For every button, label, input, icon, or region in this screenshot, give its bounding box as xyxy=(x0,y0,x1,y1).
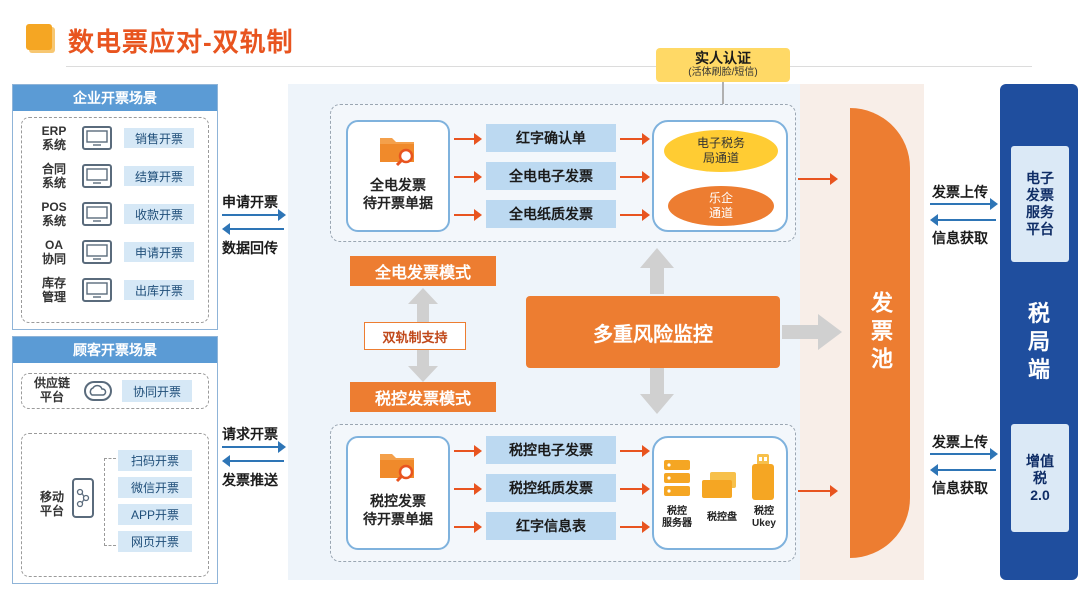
full-electric-item[interactable]: 红字确认单 xyxy=(486,124,616,152)
enterprise-action-chip[interactable]: 收款开票 xyxy=(124,204,194,224)
full-electric-in-arrow xyxy=(454,171,482,183)
erp-monitor-icon xyxy=(82,126,112,150)
supply-chain-label: 供应链 平台 xyxy=(33,376,70,404)
mobile-action-chip[interactable]: 网页开票 xyxy=(118,531,192,552)
vat-2-card[interactable]: 增值 税 2.0 xyxy=(1011,424,1069,532)
enterprise-system-label: POS 系统 xyxy=(41,200,67,228)
mobile-bracket xyxy=(104,458,116,546)
enterprise-system-label: 库存 管理 xyxy=(41,276,66,304)
tax-control-in-arrow xyxy=(454,483,482,495)
enterprise-system-label: OA 协同 xyxy=(41,238,66,266)
data-return-arrow xyxy=(222,223,284,235)
tax-server-icon xyxy=(664,460,690,501)
dual-track-support-tag: 双轨制支持 xyxy=(364,322,466,350)
real-person-auth-badge: 实人认证 (活体刷脸/短信) xyxy=(656,48,790,82)
folder-search-icon-2 xyxy=(378,446,418,489)
oa-board-icon xyxy=(82,240,112,264)
tax-server-label: 税控 服务器 xyxy=(662,506,692,529)
tax-control-out-arrow xyxy=(620,445,650,457)
pos-terminal-icon xyxy=(82,202,112,226)
fetch-top-label: 信息获取 xyxy=(932,230,988,246)
full-electric-in-arrow xyxy=(454,133,482,145)
mobile-platform-label: 移动 平台 xyxy=(39,490,64,518)
risk-down-arrow xyxy=(640,368,674,414)
risk-monitoring-box: 多重风险监控 xyxy=(526,296,780,368)
title-square-icon xyxy=(26,24,52,50)
mobile-action-chip[interactable]: 微信开票 xyxy=(118,477,192,498)
collab-invoice-chip[interactable]: 协同开票 xyxy=(122,380,192,402)
full-electric-to-pool-arrow xyxy=(798,173,838,185)
enterprise-action-chip[interactable]: 结算开票 xyxy=(124,166,194,186)
full-electric-out-arrow xyxy=(620,171,650,183)
etax-bureau-channel[interactable]: 电子税务 局通道 xyxy=(664,130,778,172)
fetch-bottom-label: 信息获取 xyxy=(932,480,988,496)
tax-control-item[interactable]: 税控电子发票 xyxy=(486,436,616,464)
customer-panel-header: 顾客开票场景 xyxy=(13,337,217,363)
mobile-action-chip[interactable]: APP开票 xyxy=(118,504,192,525)
tax-control-item[interactable]: 红字信息表 xyxy=(486,512,616,540)
invoice-push-arrow xyxy=(222,455,284,467)
fetch-top-arrow xyxy=(930,214,996,226)
contract-globe-icon xyxy=(82,164,112,188)
cloud-sync-icon xyxy=(84,381,112,401)
data-return-label: 数据回传 xyxy=(222,240,278,256)
enterprise-inner-frame xyxy=(21,117,209,323)
tax-control-doc-box[interactable] xyxy=(346,436,450,550)
enterprise-system-label: 合同 系统 xyxy=(41,162,66,190)
full-electric-in-arrow xyxy=(454,209,482,221)
tax-control-out-arrow xyxy=(620,521,650,533)
tax-control-to-pool-arrow xyxy=(798,485,838,497)
tax-disk-label: 税控盘 xyxy=(707,512,737,523)
inventory-search-icon xyxy=(82,278,112,302)
supply-chain-frame xyxy=(21,373,209,409)
tax-control-out-arrow xyxy=(620,483,650,495)
enterprise-action-chip[interactable]: 销售开票 xyxy=(124,128,194,148)
auth-title: 实人认证 xyxy=(695,50,751,66)
page-title: 数电票应对-双轨制 xyxy=(68,27,294,57)
folder-search-icon xyxy=(378,130,418,173)
enterprise-action-chip[interactable]: 申请开票 xyxy=(124,242,194,262)
full-electric-item[interactable]: 全电纸质发票 xyxy=(486,200,616,228)
e-invoice-service-platform-card[interactable]: 电子 发票 服务 平台 xyxy=(1011,146,1069,262)
tax-ukey-label: 税控 Ukey xyxy=(752,506,776,529)
full-electric-doc-box[interactable] xyxy=(346,120,450,232)
risk-right-arrow xyxy=(782,314,842,350)
risk-up-arrow xyxy=(640,248,674,294)
title-divider xyxy=(66,66,1032,67)
tax-ukey-icon xyxy=(750,454,776,505)
tax-bureau-label: 税 局 端 xyxy=(1027,301,1050,382)
enterprise-action-chip[interactable]: 出库开票 xyxy=(124,280,194,300)
tax-control-mode-tag: 税控发票模式 xyxy=(350,382,496,412)
invoice-pool: 发票池 xyxy=(850,108,910,558)
upload-top-arrow xyxy=(930,198,998,210)
tax-control-in-arrow xyxy=(454,521,482,533)
full-electric-doc-label: 全电发票 待开票单据 xyxy=(363,177,433,211)
request-invoice-arrow xyxy=(222,441,286,453)
mobile-platform-frame xyxy=(21,433,209,577)
auth-connector xyxy=(722,82,724,104)
fetch-bottom-arrow xyxy=(930,464,996,476)
full-electric-item[interactable]: 全电电子发票 xyxy=(486,162,616,190)
mobile-action-chip[interactable]: 扫码开票 xyxy=(118,450,192,471)
upload-bottom-label: 发票上传 xyxy=(932,434,988,450)
tax-control-doc-label: 税控发票 待开票单据 xyxy=(363,493,433,527)
upload-top-label: 发票上传 xyxy=(932,184,988,200)
enterprise-panel-header: 企业开票场景 xyxy=(13,85,217,111)
invoice-push-label: 发票推送 xyxy=(222,472,278,488)
auth-subtitle: (活体刷脸/短信) xyxy=(688,67,758,78)
full-electric-out-arrow xyxy=(620,209,650,221)
apply-invoice-label: 申请开票 xyxy=(222,194,278,210)
full-electric-mode-tag: 全电发票模式 xyxy=(350,256,496,286)
leqi-channel[interactable]: 乐企 通道 xyxy=(668,186,774,226)
tax-disk-icon xyxy=(700,470,740,505)
upload-bottom-arrow xyxy=(930,448,998,460)
full-electric-out-arrow xyxy=(620,133,650,145)
request-invoice-label: 请求开票 xyxy=(222,426,278,442)
enterprise-system-label: ERP 系统 xyxy=(41,124,67,152)
tax-control-item[interactable]: 税控纸质发票 xyxy=(486,474,616,502)
apply-invoice-arrow xyxy=(222,209,286,221)
mobile-share-icon xyxy=(72,478,94,518)
tax-control-in-arrow xyxy=(454,445,482,457)
